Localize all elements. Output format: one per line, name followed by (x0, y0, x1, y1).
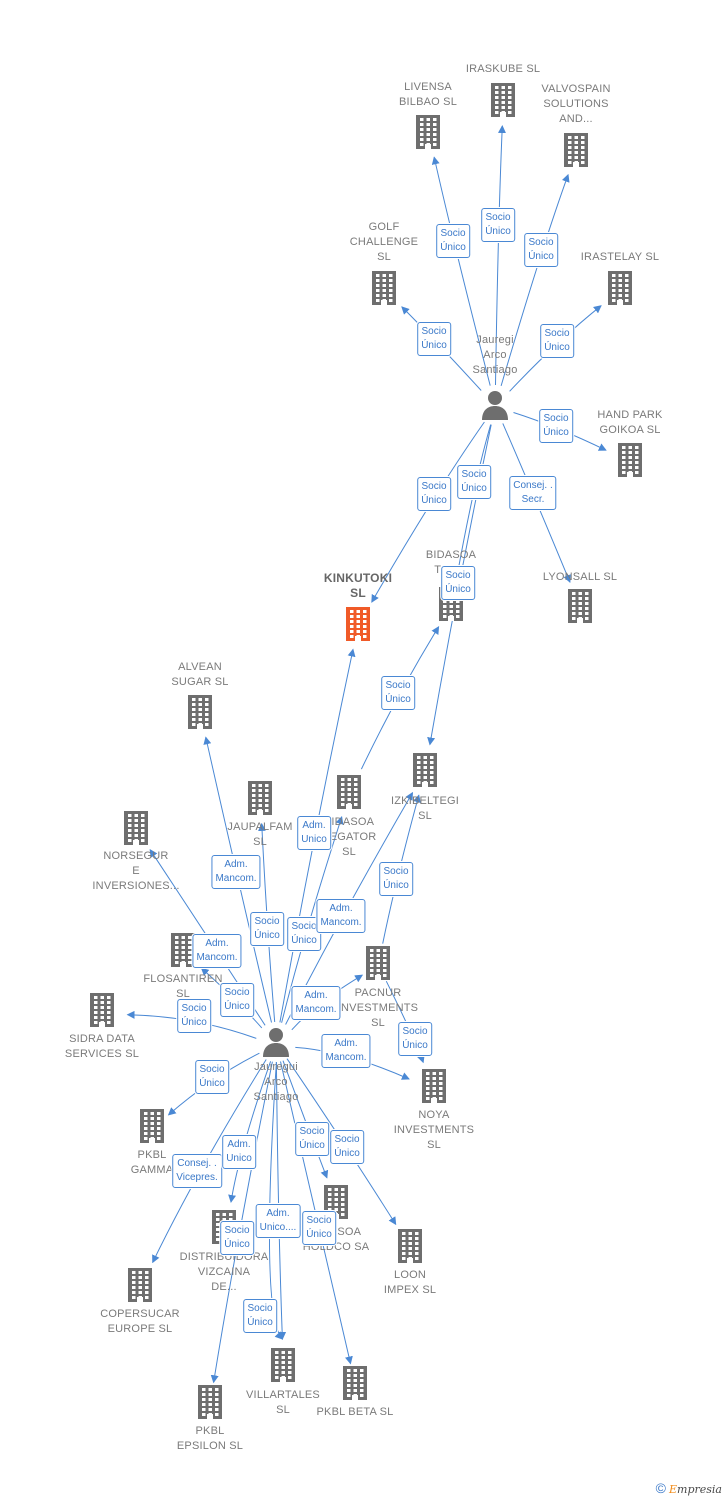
building-icon[interactable] (488, 83, 518, 122)
building-icon[interactable] (125, 1268, 155, 1307)
company-label-pkblgamma[interactable]: PKBL GAMMA (130, 1149, 174, 1176)
relation-label: Socio Único (381, 676, 415, 710)
building-icon[interactable] (334, 775, 364, 814)
company-label-copersucar[interactable]: COPERSUCAR EUROPE SL (100, 1308, 180, 1335)
company-label-loon[interactable]: LOON IMPEX SL (383, 1269, 437, 1296)
building-icon[interactable] (410, 753, 440, 792)
building-icon[interactable] (561, 133, 591, 172)
relation-label: Adm. Unico.... (255, 1204, 301, 1238)
company-label-alvean[interactable]: ALVEAN SUGAR SL (171, 661, 229, 688)
relation-label: Socio Único (295, 1122, 329, 1156)
company-label-flosantiren[interactable]: FLOSANTIREN SL (143, 973, 223, 1000)
building-icon[interactable] (343, 607, 373, 646)
building-icon[interactable] (185, 695, 215, 734)
relation-label: Socio Único (441, 566, 475, 600)
relation-label: Socio Único (177, 999, 211, 1033)
relation-label: Adm. Mancom. (211, 855, 261, 889)
building-icon[interactable] (121, 811, 151, 850)
company-label-pkblepsilon[interactable]: PKBL EPSILON SL (176, 1425, 244, 1452)
company-label-livensa[interactable]: LIVENSA BILBAO SL (398, 81, 458, 108)
company-label-irastelay[interactable]: IRASTELAY SL (580, 251, 660, 263)
relation-label: Socio Único (250, 912, 284, 946)
relation-label: Socio Único (220, 1221, 254, 1255)
company-label-handpark[interactable]: HAND PARK GOIKOA SL (597, 409, 663, 436)
person-icon[interactable] (261, 1027, 291, 1062)
company-label-sidra[interactable]: SIDRA DATA SERVICES SL (64, 1033, 140, 1060)
company-label-kinkutoki[interactable]: KINKUTOKI SL (323, 571, 393, 600)
relation-label: Adm. Unico (297, 816, 331, 850)
building-icon[interactable] (565, 589, 595, 628)
relation-label: Adm. Unico (222, 1135, 256, 1169)
building-icon[interactable] (168, 933, 198, 972)
company-label-pkblbeta[interactable]: PKBL BETA SL (316, 1406, 394, 1418)
person-label-p2[interactable]: Jauregui Arco Santiago (253, 1061, 299, 1103)
brand-logo: Empresia (669, 1483, 722, 1496)
relation-label: Consej. . Vicepres. (172, 1154, 222, 1188)
relation-label: Socio Único (302, 1211, 336, 1245)
relation-label: Socio Único (457, 465, 491, 499)
relation-label: Socio Único (539, 409, 573, 443)
building-icon[interactable] (268, 1348, 298, 1387)
company-label-golf[interactable]: GOLF CHALLENGE SL (349, 221, 419, 263)
relation-label: Consej. . Secr. (509, 476, 557, 510)
company-label-noya[interactable]: NOYA INVESTMENTS SL (393, 1109, 475, 1151)
relation-label: Socio Único (243, 1299, 277, 1333)
relation-label: Socio Único (481, 208, 515, 242)
company-label-iraskube[interactable]: IRASKUBE SL (465, 63, 541, 75)
company-label-villartales[interactable]: VILLARTALES SL (246, 1389, 320, 1416)
building-icon[interactable] (245, 781, 275, 820)
relation-label: Socio Único (417, 322, 451, 356)
relation-label: Socio Único (330, 1130, 364, 1164)
building-icon[interactable] (419, 1069, 449, 1108)
relation-label: Socio Único (524, 233, 558, 267)
relation-label: Socio Único (287, 917, 321, 951)
building-icon[interactable] (137, 1109, 167, 1148)
person-icon[interactable] (480, 390, 510, 425)
company-label-valvospain[interactable]: VALVOSPAIN SOLUTIONS AND... (541, 83, 611, 125)
building-icon[interactable] (615, 443, 645, 482)
relation-label: Socio Único (417, 477, 451, 511)
building-icon[interactable] (363, 946, 393, 985)
edge-p2-villartales (268, 1061, 284, 1340)
relation-label: Adm. Mancom. (321, 1034, 371, 1068)
company-label-distribuidora[interactable]: DISTRIBUIDORA VIZCAINA DE... (179, 1251, 269, 1293)
relation-label: Socio Único (379, 862, 413, 896)
copyright-symbol: © (655, 1480, 666, 1496)
relation-label: Adm. Mancom. (316, 899, 366, 933)
building-icon[interactable] (413, 115, 443, 154)
company-label-pacnur[interactable]: PACNUR INVESTMENTS SL (337, 987, 419, 1029)
building-icon[interactable] (87, 993, 117, 1032)
building-icon[interactable] (195, 1385, 225, 1424)
building-icon[interactable] (340, 1366, 370, 1405)
company-label-jaupalfam[interactable]: JAUPALFAM SL (227, 821, 293, 848)
building-icon[interactable] (605, 271, 635, 310)
copyright-footer: © Empresia (656, 1480, 722, 1496)
company-label-bidasoa_r[interactable]: BIDASOA REGATOR SL (321, 816, 377, 858)
relation-label: Socio Único (195, 1060, 229, 1094)
company-label-norsegur[interactable]: NORSEGUR E INVERSIONES... (92, 850, 180, 892)
building-icon[interactable] (369, 271, 399, 310)
company-label-izkibeltegi[interactable]: IZKIBELTEGI SL (390, 795, 460, 822)
relation-label: Socio Único (398, 1022, 432, 1056)
person-label-p1[interactable]: Jauregi Arco Santiago (472, 334, 518, 376)
relation-label: Adm. Mancom. (291, 986, 341, 1020)
relation-label: Socio Único (540, 324, 574, 358)
company-label-lyonsall[interactable]: LYONSALL SL (542, 571, 618, 583)
relation-label: Adm. Mancom. (192, 934, 242, 968)
relation-label: Socio Único (220, 983, 254, 1017)
building-icon[interactable] (395, 1229, 425, 1268)
relation-label: Socio Único (436, 224, 470, 258)
